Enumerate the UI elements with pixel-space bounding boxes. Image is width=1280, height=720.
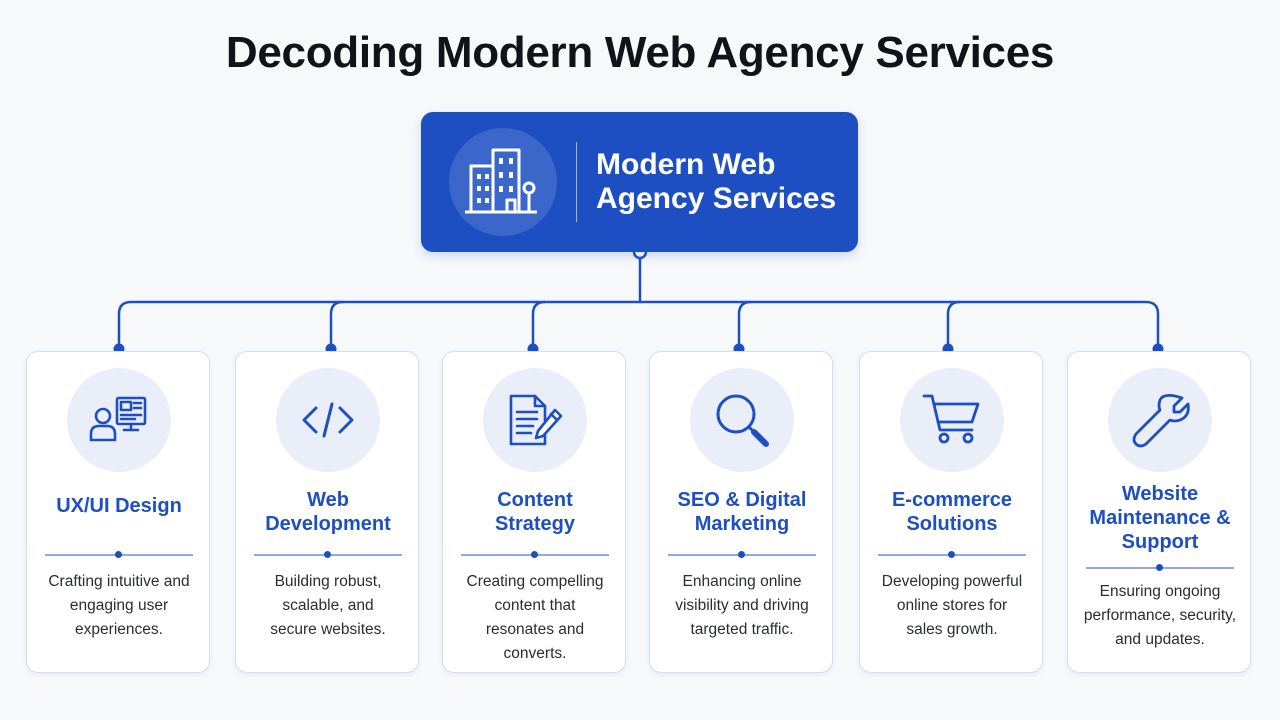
card-title: Website Maintenance & Support bbox=[1089, 483, 1231, 553]
card-separator bbox=[1086, 564, 1234, 572]
card-title: UX/UI Design bbox=[56, 495, 182, 517]
card-description: Developing powerful online stores for sa… bbox=[881, 573, 1023, 638]
central-title: Modern Web Agency Services bbox=[596, 148, 837, 215]
card-separator bbox=[878, 551, 1026, 559]
card-description: Building robust, scalable, and secure we… bbox=[270, 573, 386, 638]
card-description: Creating compelling content that resonat… bbox=[466, 573, 604, 662]
page-title: Decoding Modern Web Agency Services bbox=[225, 28, 1055, 77]
central-divider bbox=[576, 142, 577, 222]
card-description: Crafting intuitive and engaging user exp… bbox=[48, 573, 190, 638]
service-card-web-development: Web Development Building robust, scalabl… bbox=[235, 351, 419, 673]
service-card-seo-digital-marketing: SEO & Digital Marketing Enhancing online… bbox=[649, 351, 833, 673]
code-icon bbox=[276, 368, 380, 472]
shopping-cart-icon bbox=[900, 368, 1004, 472]
magnifier-icon bbox=[690, 368, 794, 472]
card-separator bbox=[668, 551, 816, 559]
horizontal-connector bbox=[117, 300, 1160, 349]
user-monitor-icon bbox=[67, 368, 171, 472]
card-title: Web Development bbox=[265, 489, 391, 535]
card-description: Enhancing online visibility and driving … bbox=[675, 573, 809, 638]
service-card-e-commerce-solutions: E-commerce Solutions Developing powerful… bbox=[859, 351, 1043, 673]
service-card-content-strategy: Content Strategy Creating compelling con… bbox=[442, 351, 626, 673]
card-description: Ensuring ongoing performance, security, … bbox=[1083, 583, 1237, 648]
document-pen-icon bbox=[483, 368, 587, 472]
card-title: E-commerce Solutions bbox=[891, 489, 1013, 535]
card-separator bbox=[45, 551, 193, 559]
card-separator bbox=[254, 551, 402, 559]
wrench-icon bbox=[1108, 368, 1212, 472]
card-title: SEO & Digital Marketing bbox=[677, 489, 807, 535]
building-icon bbox=[449, 128, 557, 236]
card-title: Content Strategy bbox=[494, 489, 576, 535]
service-card-website-maintenance-support: Website Maintenance & Support Ensuring o… bbox=[1067, 351, 1251, 673]
card-separator bbox=[461, 551, 609, 559]
service-card-ux-ui-design: UX/UI Design Crafting intuitive and enga… bbox=[26, 351, 210, 673]
central-node: Modern Web Agency Services bbox=[421, 112, 858, 252]
